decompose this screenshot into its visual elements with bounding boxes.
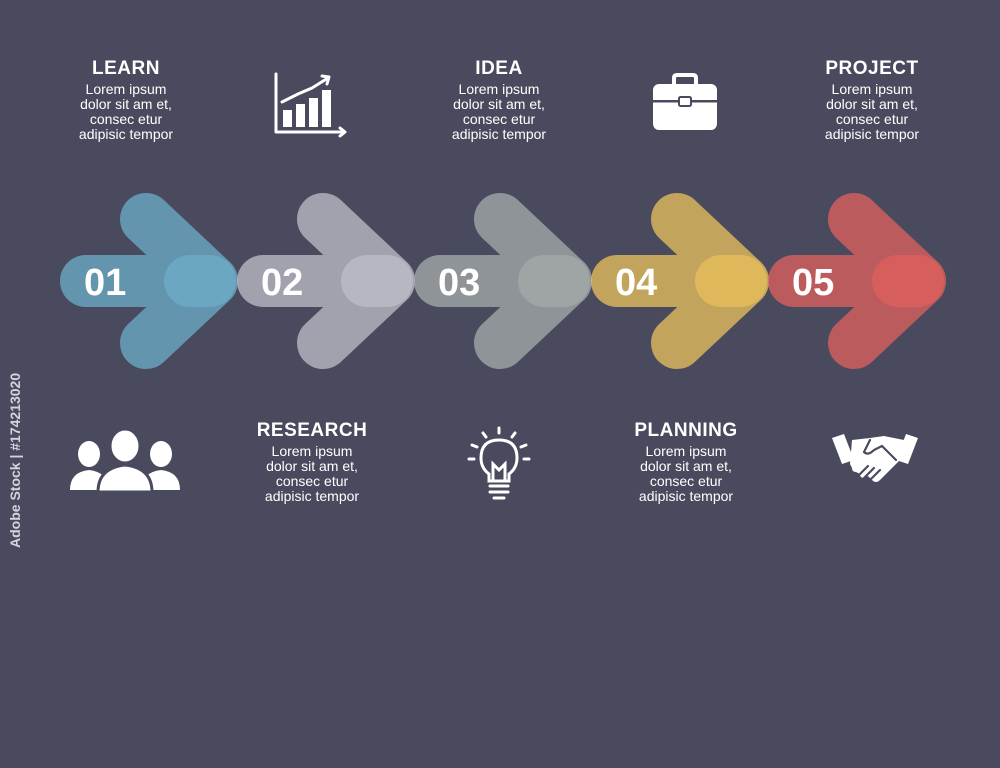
step-3-body-line: adipisic tempor xyxy=(451,126,547,142)
step-5-body-line: adipisic tempor xyxy=(824,126,920,142)
arrow-tip-highlight xyxy=(164,255,236,307)
arrow-tip-highlight xyxy=(695,255,767,307)
step-4-body-line: consec etur xyxy=(649,473,723,489)
step-2-body-line: consec etur xyxy=(275,473,349,489)
step-4-body-line: dolor sit am et, xyxy=(640,458,732,474)
step-1-body: Lorem ipsum dolor sit am et, consec etur… xyxy=(36,82,216,142)
step-4-body-line: Lorem ipsum xyxy=(645,443,727,459)
step-5-body-line: consec etur xyxy=(835,111,909,127)
people-group-icon xyxy=(70,428,180,492)
arrow-tip-highlight xyxy=(518,255,590,307)
step-5-body-line: Lorem ipsum xyxy=(831,81,913,97)
step-3-body-line: dolor sit am et, xyxy=(453,96,545,112)
step-4-text: PLANNING Lorem ipsum dolor sit am et, co… xyxy=(596,420,776,504)
step-5-body-line: dolor sit am et, xyxy=(826,96,918,112)
step-4-body: Lorem ipsum dolor sit am et, consec etur… xyxy=(596,444,776,504)
step-5-body: Lorem ipsum dolor sit am et, consec etur… xyxy=(782,82,962,142)
watermark-container: Adobe Stock | #174213020 xyxy=(7,373,27,768)
infographic: 01 02 03 04 05 LEARN Lorem ipsum dolor sit a… xyxy=(7,58,962,548)
step-number-1: 01 xyxy=(84,262,126,304)
step-number-2: 02 xyxy=(261,262,303,304)
arrow-chain: 01 02 03 04 05 xyxy=(60,193,946,369)
step-2-title: RESEARCH xyxy=(256,420,368,441)
step-1-body-line: Lorem ipsum xyxy=(85,81,167,97)
step-2-body-line: Lorem ipsum xyxy=(271,443,353,459)
step-4-body-line: adipisic tempor xyxy=(638,488,734,504)
step-5-title: PROJECT xyxy=(825,58,919,79)
step-2-text: RESEARCH Lorem ipsum dolor sit am et, co… xyxy=(222,420,402,504)
step-number-4: 04 xyxy=(615,262,657,304)
step-1-body-line: adipisic tempor xyxy=(78,126,174,142)
step-3-title: IDEA xyxy=(475,58,523,79)
step-number-5: 05 xyxy=(792,262,834,304)
handshake-icon xyxy=(832,434,918,482)
step-1-title: LEARN xyxy=(92,58,160,79)
step-3-body: Lorem ipsum dolor sit am et, consec etur… xyxy=(409,82,589,142)
step-2-body-line: adipisic tempor xyxy=(264,488,360,504)
step-5-text: PROJECT Lorem ipsum dolor sit am et, con… xyxy=(782,58,962,142)
light-bulb-icon xyxy=(467,426,531,500)
step-3-text: IDEA Lorem ipsum dolor sit am et, consec… xyxy=(409,58,589,142)
step-1-body-line: consec etur xyxy=(89,111,163,127)
arrow-tip-highlight xyxy=(341,255,413,307)
arrow-tip-highlight xyxy=(872,255,944,307)
bar-chart-icon xyxy=(274,72,347,138)
step-4-title: PLANNING xyxy=(634,420,738,441)
step-2-body: Lorem ipsum dolor sit am et, consec etur… xyxy=(222,444,402,504)
watermark-text: Adobe Stock | #174213020 xyxy=(7,372,23,548)
step-2-body-line: dolor sit am et, xyxy=(266,458,358,474)
step-3-body-line: Lorem ipsum xyxy=(458,81,540,97)
step-3-body-line: consec etur xyxy=(462,111,536,127)
step-number-3: 03 xyxy=(438,262,480,304)
briefcase-icon xyxy=(653,73,717,130)
step-1-text: LEARN Lorem ipsum dolor sit am et, conse… xyxy=(36,58,216,142)
step-1-body-line: dolor sit am et, xyxy=(80,96,172,112)
